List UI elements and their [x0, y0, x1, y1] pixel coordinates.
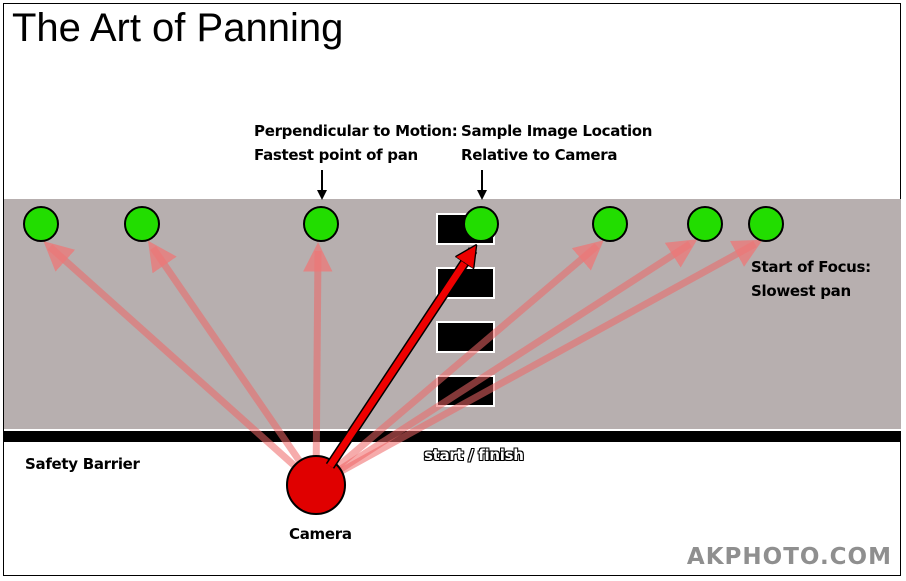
- start-focus-label-line2: Slowest pan: [751, 282, 851, 300]
- sample-label-line2: Relative to Camera: [461, 146, 618, 164]
- brand-watermark: AKPHOTO.COM: [686, 544, 892, 570]
- pan-line: [303, 242, 333, 486]
- sample-label-line1: Sample Image Location: [461, 122, 653, 140]
- car-position-point: [124, 206, 160, 242]
- pan-line: [43, 241, 319, 488]
- car-position-point: [303, 206, 339, 242]
- camera-label: Camera: [289, 525, 352, 543]
- perpendicular-label: Perpendicular to Motion: Fastest point o…: [254, 119, 458, 167]
- pan-line: [314, 239, 698, 488]
- start-focus-label: Start of Focus: Slowest pan: [751, 255, 871, 303]
- safety-barrier: [4, 431, 901, 442]
- safety-barrier-label: Safety Barrier: [25, 455, 140, 473]
- start-finish-label: start / finish: [424, 446, 524, 464]
- sample-image-point: [463, 206, 499, 242]
- car-position-point: [23, 206, 59, 242]
- pan-line: [314, 239, 763, 489]
- perpendicular-label-line1: Perpendicular to Motion:: [254, 122, 458, 140]
- car-position-point: [592, 206, 628, 242]
- sample-arrow: [327, 250, 473, 468]
- camera-marker: [286, 455, 346, 515]
- sample-label: Sample Image Location Relative to Camera: [461, 119, 652, 167]
- pan-line: [313, 240, 604, 488]
- car-position-point: [687, 206, 723, 242]
- pan-line: [148, 240, 319, 487]
- start-focus-label-line1: Start of Focus:: [751, 258, 871, 276]
- start-of-focus-point: [748, 206, 784, 242]
- perpendicular-label-line2: Fastest point of pan: [254, 146, 418, 164]
- page-title: The Art of Panning: [12, 6, 344, 50]
